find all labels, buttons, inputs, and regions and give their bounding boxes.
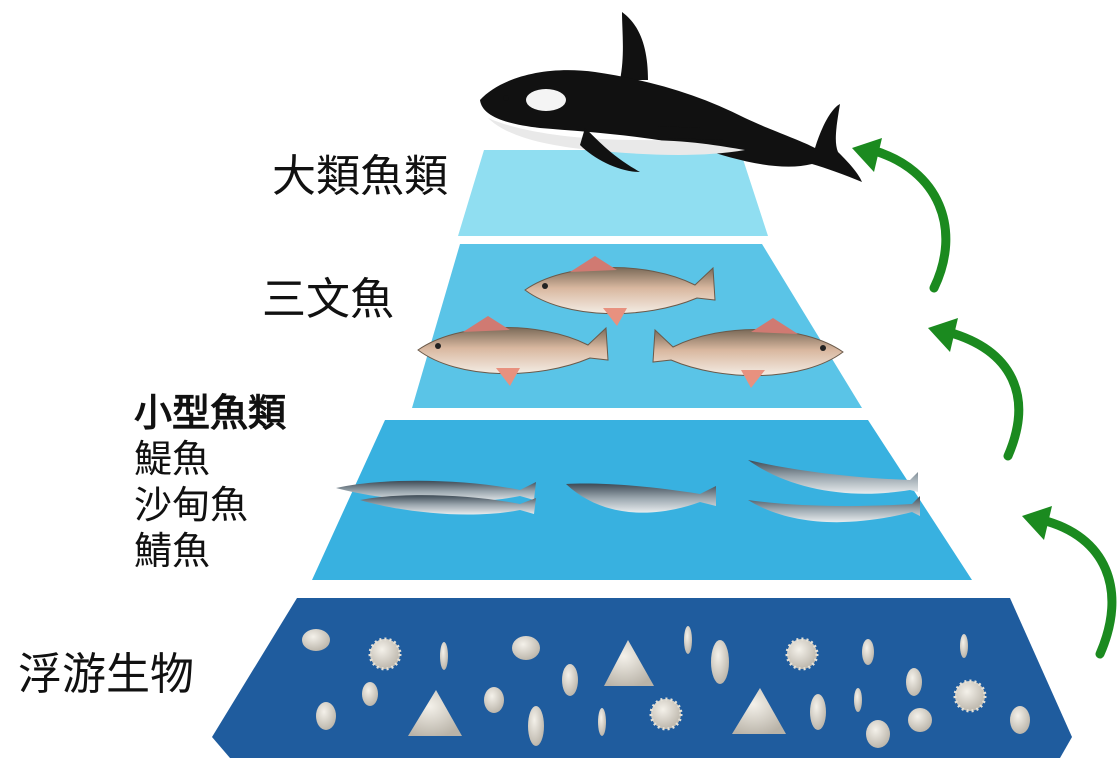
plankton-icon bbox=[302, 626, 1030, 748]
small-fish-heading: 小型魚類 bbox=[134, 391, 287, 435]
tier-top bbox=[458, 150, 768, 236]
arrow-heads bbox=[852, 138, 1052, 540]
label-plankton: 浮游生物 bbox=[18, 649, 194, 700]
salmon-icon bbox=[417, 256, 844, 388]
mackerel-icon bbox=[748, 460, 920, 523]
label-salmon: 三文魚 bbox=[262, 274, 394, 325]
anchovy-icon bbox=[336, 480, 536, 515]
sardine-icon bbox=[566, 483, 716, 513]
species-sardine: 沙甸魚 bbox=[134, 483, 249, 527]
orca-icon bbox=[480, 12, 862, 182]
species-anchovy: 鯷魚 bbox=[134, 437, 211, 481]
arrow-up-icon bbox=[867, 145, 951, 293]
label-small-fish: 小型魚類 鯷魚 沙甸魚 鯖魚 bbox=[134, 390, 286, 574]
trophic-arrows bbox=[867, 145, 1117, 659]
label-large-fish: 大類魚類 bbox=[272, 151, 448, 202]
arrow-up-icon bbox=[943, 327, 1024, 461]
species-mackerel: 鯖魚 bbox=[134, 529, 211, 573]
arrow-up-icon bbox=[1037, 515, 1117, 659]
